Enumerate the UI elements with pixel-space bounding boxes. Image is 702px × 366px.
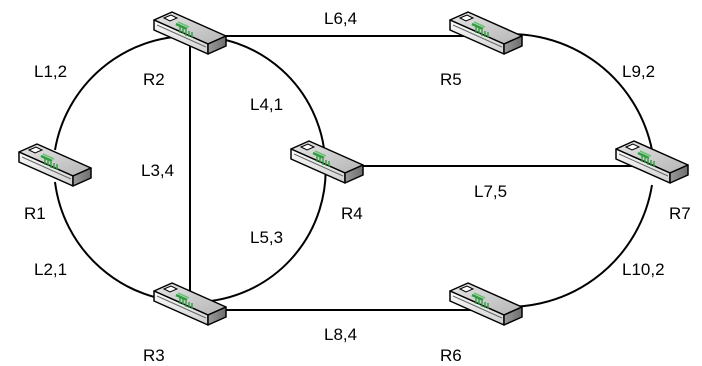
link-label-l5: L5,3 [250,228,283,247]
router-label-r1: R1 [24,204,46,223]
router-icon [17,142,93,188]
router-r6[interactable] [448,281,524,327]
router-icon [448,10,524,56]
link-l10 [485,184,653,308]
link-label-l9: L9,2 [622,62,655,81]
router-label-r5: R5 [440,70,462,89]
router-label-r4: R4 [341,204,363,223]
link-label-l1: L1,2 [34,62,67,81]
link-label-l10: L10,2 [622,260,665,279]
link-labels: L1,2 L2,1 L3,4 L4,1 L5,3 L6,4 L7,5 L8,4 … [34,9,665,344]
router-r1[interactable] [17,142,93,188]
router-icon [448,281,524,327]
link-label-l2: L2,1 [34,260,67,279]
router-label-r6: R6 [440,346,462,365]
router-icon [289,139,365,185]
link-label-l3: L3,4 [141,161,174,180]
link-l1 [54,35,191,151]
link-label-l4: L4,1 [250,95,283,114]
router-label-r7: R7 [669,204,691,223]
routers [17,10,690,327]
link-l5 [189,156,327,304]
router-r4[interactable] [289,139,365,185]
router-labels: R1 R2 R3 R4 R5 R6 R7 [24,70,691,365]
link-label-l7: L7,5 [474,182,507,201]
link-label-l6: L6,4 [324,9,357,28]
router-r5[interactable] [448,10,524,56]
router-label-r3: R3 [143,346,165,365]
router-label-r2: R2 [143,70,165,89]
link-label-l8: L8,4 [324,325,357,344]
